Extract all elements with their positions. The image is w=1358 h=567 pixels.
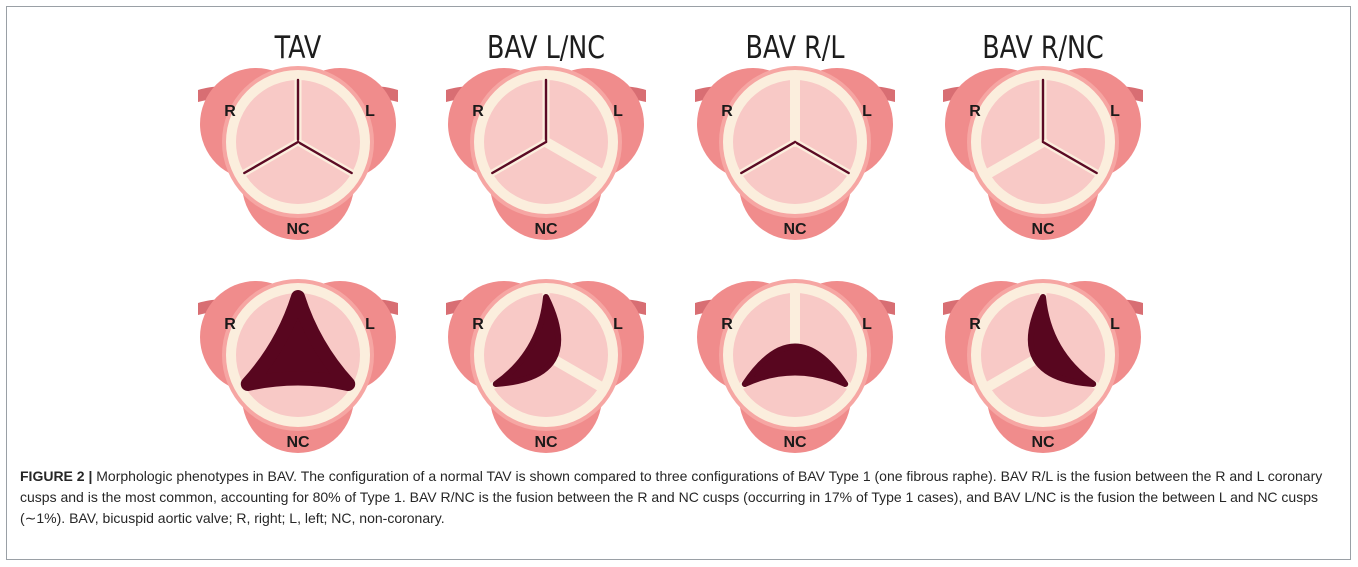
label-l: L — [1110, 103, 1120, 120]
valve-open: R L NC — [198, 279, 398, 453]
label-r: R — [721, 316, 733, 333]
caption-text: Morphologic phenotypes in BAV. The confi… — [20, 468, 1322, 526]
column-title: TAV — [274, 30, 322, 66]
label-nc: NC — [286, 434, 310, 451]
label-l: L — [365, 103, 375, 120]
label-l: L — [862, 316, 872, 333]
label-l: L — [862, 103, 872, 120]
valve-open: R L NC — [695, 279, 895, 453]
label-nc: NC — [534, 221, 558, 238]
label-nc: NC — [783, 434, 807, 451]
label-l: L — [613, 316, 623, 333]
label-nc: NC — [286, 221, 310, 238]
label-r: R — [224, 103, 236, 120]
label-nc: NC — [783, 221, 807, 238]
valve-closed: R L NC — [198, 66, 398, 240]
label-r: R — [721, 103, 733, 120]
valve-open: R L NC — [943, 279, 1143, 453]
figure-label: FIGURE 2 | — [20, 468, 92, 484]
label-r: R — [472, 103, 484, 120]
label-l: L — [1110, 316, 1120, 333]
label-l: L — [613, 103, 623, 120]
label-r: R — [969, 316, 981, 333]
label-r: R — [969, 103, 981, 120]
valve-closed: R L NC — [943, 66, 1143, 240]
label-nc: NC — [1031, 434, 1055, 451]
column-title: BAV L/NC — [487, 30, 605, 66]
label-r: R — [224, 316, 236, 333]
label-nc: NC — [534, 434, 558, 451]
label-l: L — [365, 316, 375, 333]
label-nc: NC — [1031, 221, 1055, 238]
label-r: R — [472, 316, 484, 333]
valve-closed: R L NC — [446, 66, 646, 240]
valve-open: R L NC — [446, 279, 646, 453]
valve-closed: R L NC — [695, 66, 895, 240]
column-title: BAV R/NC — [982, 30, 1104, 66]
figure-caption: FIGURE 2 | Morphologic phenotypes in BAV… — [20, 466, 1336, 529]
column-title: BAV R/L — [746, 30, 845, 66]
